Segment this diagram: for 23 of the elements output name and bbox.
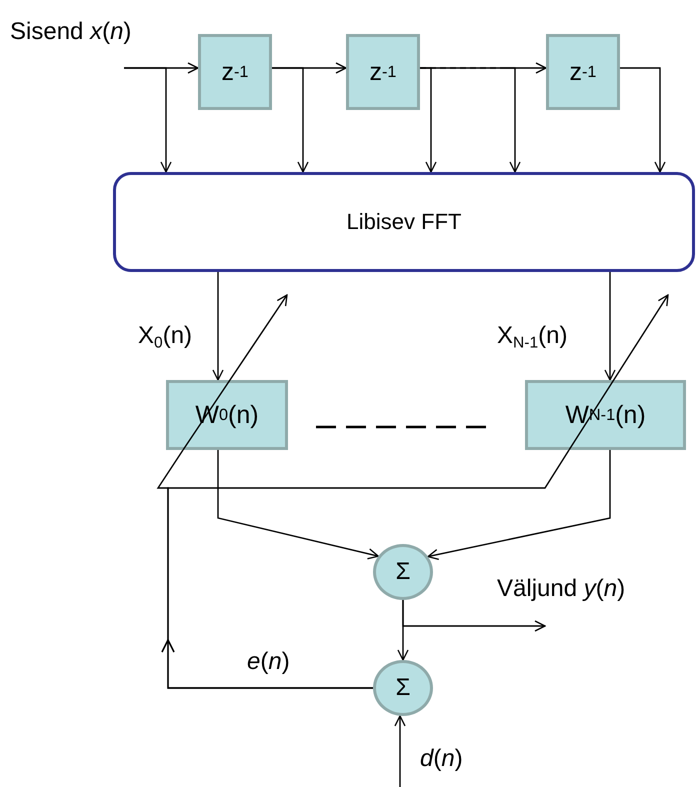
edge-label: d(n) <box>420 745 463 773</box>
delay-box: z$^{-1}$ <box>546 34 620 110</box>
edge-label: X$_{N-1}$(n) <box>497 322 568 352</box>
delay-box: z$^{-1}$ <box>198 34 272 110</box>
arrow <box>394 715 406 787</box>
feedback-line <box>161 450 570 689</box>
edge-label: Väljund y(n) <box>497 575 626 603</box>
edge-label: e(n) <box>247 648 290 676</box>
process-box: Libisev FFT <box>113 172 695 272</box>
arrow <box>124 67 172 173</box>
arrow <box>620 67 666 173</box>
edge-label: X$_{0}$(n) <box>138 322 192 352</box>
arrow <box>212 272 224 381</box>
arrow <box>272 67 309 173</box>
arrow <box>217 450 379 560</box>
arrow <box>604 272 616 381</box>
arrow <box>402 600 546 632</box>
arrow <box>427 450 611 560</box>
summing-circle: Σ <box>373 660 433 716</box>
delay-box: z$^{-1}$ <box>346 34 420 110</box>
edge-label: Sisend x(n) <box>10 18 132 46</box>
arrow <box>420 67 521 173</box>
summing-circle: Σ <box>373 544 433 600</box>
